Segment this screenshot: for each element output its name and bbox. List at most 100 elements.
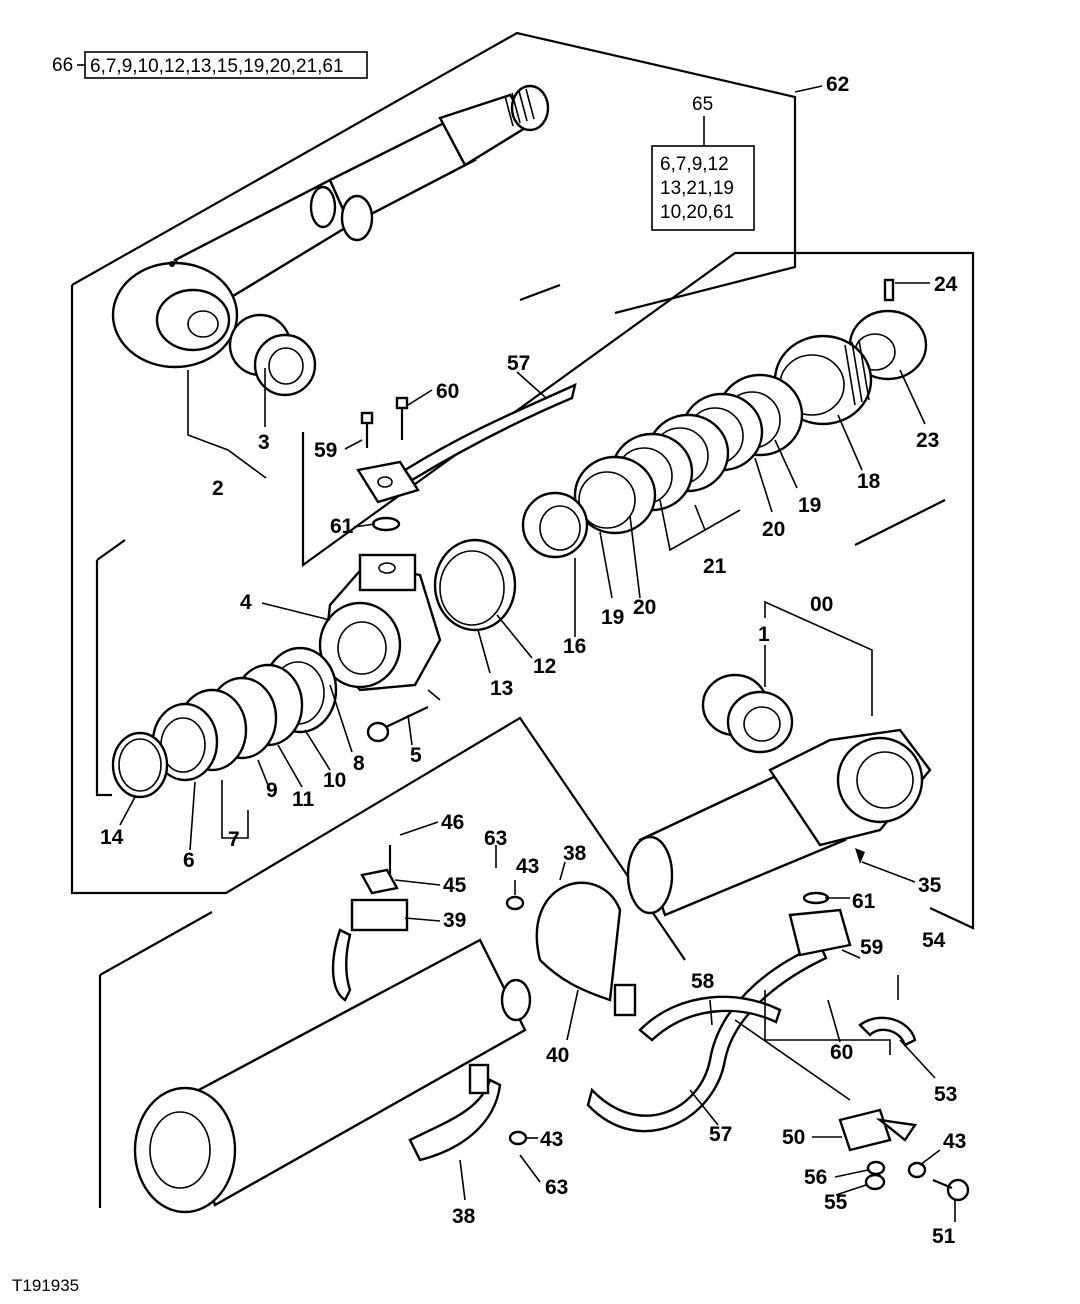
bushing-1 xyxy=(701,673,794,754)
bushing-3 xyxy=(228,313,317,397)
ring-12-13 xyxy=(433,538,517,632)
frame-barrel-group xyxy=(99,911,213,976)
callout-12: 12 xyxy=(533,655,556,678)
washer-43-lower xyxy=(508,1130,528,1146)
callout-3: 3 xyxy=(258,431,270,454)
callout-10: 10 xyxy=(323,769,346,792)
kit-65-line-1: 6,7,9,12 xyxy=(660,154,729,175)
washer-56 xyxy=(866,1160,886,1176)
callout-43-lower: 43 xyxy=(540,1128,563,1151)
clamp-38-upper xyxy=(535,881,637,1017)
capscrew-5 xyxy=(366,706,429,743)
callout-11: 11 xyxy=(292,788,315,811)
callout-9: 9 xyxy=(266,779,278,802)
callout-7: 7 xyxy=(228,828,240,851)
kit-66-label: 66 xyxy=(52,55,73,76)
callout-51: 51 xyxy=(932,1225,956,1248)
callout-35: 35 xyxy=(918,874,942,897)
callout-38-lower: 38 xyxy=(452,1205,476,1228)
tube-57-upper xyxy=(403,382,577,482)
callout-61-upper: 61 xyxy=(330,515,354,538)
callout-60-upper: 60 xyxy=(436,380,459,403)
seal-rings-19-20-21 xyxy=(573,373,804,535)
washer-43-upper xyxy=(505,895,525,911)
flange-block-upper xyxy=(356,460,420,504)
callout-59-upper: 59 xyxy=(314,439,337,462)
callout-59-lower: 59 xyxy=(860,936,883,959)
grease-fitting-35 xyxy=(855,848,865,864)
callout-21: 21 xyxy=(703,555,727,578)
callout-62: 62 xyxy=(826,73,849,96)
frame-tick xyxy=(96,539,126,561)
callout-46: 46 xyxy=(441,811,464,834)
callout-61-lower: 61 xyxy=(852,890,876,913)
callout-24: 24 xyxy=(934,273,958,296)
callout-43-right: 43 xyxy=(943,1130,966,1153)
callout-63-upper: 63 xyxy=(484,827,507,850)
leader-lines xyxy=(119,85,956,1222)
callout-14: 14 xyxy=(100,826,124,849)
callout-55: 55 xyxy=(824,1191,848,1214)
callout-6: 6 xyxy=(183,849,195,872)
bushing-16 xyxy=(521,491,589,559)
callout-40: 40 xyxy=(546,1044,569,1067)
kit-66-box xyxy=(84,51,368,79)
callout-4: 4 xyxy=(240,591,252,614)
capscrew-60-upper xyxy=(395,396,409,440)
frame-tick xyxy=(519,283,561,302)
snap-ring-14 xyxy=(111,731,169,799)
o-ring-61-upper xyxy=(371,516,401,532)
cylinder-head-4 xyxy=(318,553,442,692)
callout-63-lower: 63 xyxy=(545,1176,568,1199)
callout-1: 1 xyxy=(758,623,770,646)
frame-tick xyxy=(854,499,946,546)
cylinder-barrel-lower xyxy=(133,938,532,1214)
callout-54: 54 xyxy=(922,929,946,952)
piston-rod xyxy=(111,84,550,369)
callout-18: 18 xyxy=(857,470,881,493)
washer-55 xyxy=(864,1173,886,1191)
frame-rod-group xyxy=(71,31,797,315)
rod-nut-23 xyxy=(848,278,928,381)
callout-8: 8 xyxy=(353,752,365,775)
capscrew-51 xyxy=(932,1178,970,1202)
callout-16: 16 xyxy=(563,635,586,658)
callout-43-upper: 43 xyxy=(516,855,539,878)
callout-19-a: 19 xyxy=(798,494,821,517)
frame-bracket-left xyxy=(95,560,112,797)
callout-19-b: 19 xyxy=(601,606,624,629)
callout-38-upper: 38 xyxy=(563,842,587,865)
clamp-39-45-bracket xyxy=(331,845,409,1002)
callout-20-b: 20 xyxy=(633,596,656,619)
kit-65-label: 65 xyxy=(692,94,713,115)
kit-65-line-2: 13,21,19 xyxy=(660,178,734,199)
callout-00: 00 xyxy=(810,593,833,616)
kit-66-contents: 6,7,9,10,12,13,15,19,20,21,61 xyxy=(90,56,344,77)
kit-65-box xyxy=(651,145,755,231)
callout-50: 50 xyxy=(782,1126,805,1149)
callout-45: 45 xyxy=(443,874,467,897)
kit-65-line-3: 10,20,61 xyxy=(660,202,734,223)
callout-57-upper: 57 xyxy=(507,352,530,375)
frame-seal-group xyxy=(301,251,975,930)
callout-56: 56 xyxy=(804,1166,827,1189)
callout-5: 5 xyxy=(410,744,422,767)
washer-43-right xyxy=(907,1161,927,1179)
callout-57-lower: 57 xyxy=(709,1123,732,1146)
callout-23: 23 xyxy=(916,429,939,452)
callout-53: 53 xyxy=(934,1083,957,1106)
tube-57-58-lower xyxy=(586,908,852,1133)
frame-cylinder-group xyxy=(70,285,686,961)
callout-58: 58 xyxy=(691,970,715,993)
callout-60-lower: 60 xyxy=(830,1041,853,1064)
figure-id: T191935 xyxy=(12,1276,79,1295)
callout-39: 39 xyxy=(443,909,466,932)
callout-labels: 62 24 57 60 59 3 2 23 18 19 20 61 21 16 … xyxy=(100,73,966,1248)
callout-13: 13 xyxy=(490,677,513,700)
piston-seals-6-to-11 xyxy=(151,646,338,782)
clamp-38-lower xyxy=(408,1063,502,1162)
cylinder-barrel xyxy=(626,728,932,917)
callout-2: 2 xyxy=(212,477,224,500)
